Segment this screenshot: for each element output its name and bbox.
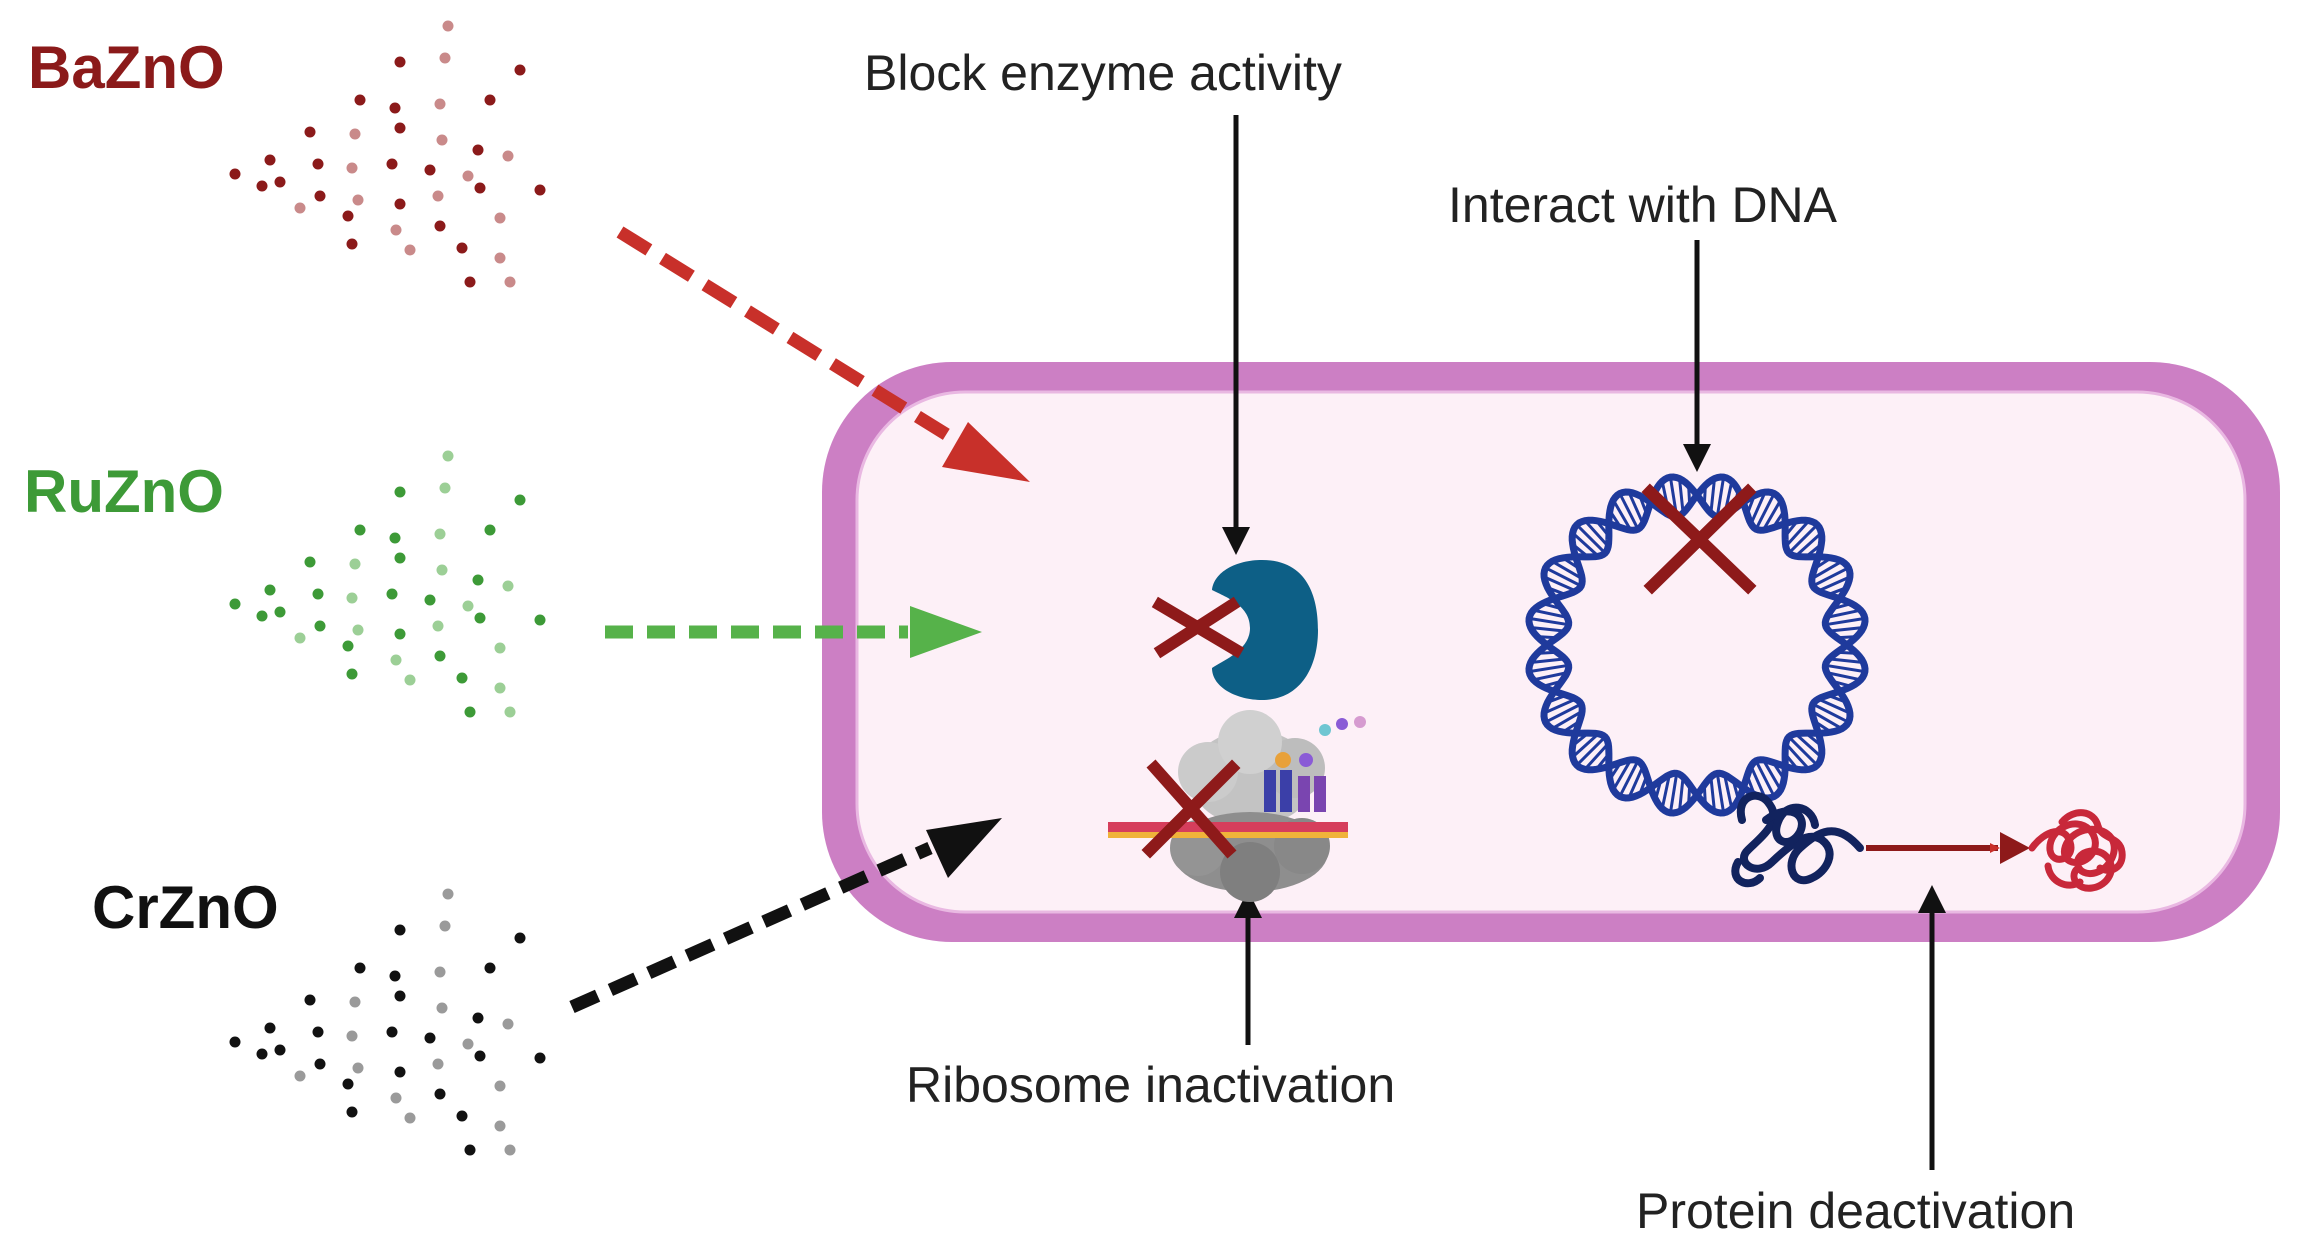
dna-interaction-label: Interact with DNA	[1448, 177, 1838, 233]
protein-pointer-arrow	[1918, 885, 1946, 1170]
bazno-particles	[229, 20, 546, 288]
bazno-arrow	[616, 226, 1030, 482]
folded-protein-icon	[1731, 791, 1864, 888]
crzno-particles	[229, 888, 546, 1156]
dna-block-cross-icon	[1641, 483, 1757, 595]
enzyme-block-cross-icon	[1151, 596, 1245, 659]
ribosome-inactivation-label: Ribosome inactivation	[906, 1057, 1396, 1113]
ruzno-label: RuZnO	[24, 458, 224, 525]
ruzno-particles	[229, 450, 546, 718]
denatured-protein-icon	[2028, 809, 2126, 892]
crzno-arrow	[569, 818, 1002, 1013]
ribosome-block-cross-icon	[1141, 759, 1241, 859]
enzyme-icon	[1212, 560, 1318, 700]
crzno-label: CrZnO	[92, 874, 279, 941]
dna-plasmid-icon	[1525, 473, 1869, 817]
ruzno-arrow	[605, 606, 982, 658]
enzyme-pointer-arrow	[1222, 115, 1250, 555]
dna-pointer-arrow	[1683, 240, 1711, 472]
protein-deactivation-label: Protein deactivation	[1636, 1183, 2076, 1239]
bazno-label: BaZnO	[28, 34, 225, 101]
denaturation-arrow	[1866, 832, 2030, 864]
ribosome-pointer-arrow	[1234, 890, 1262, 1045]
enzyme-activity-label: Block enzyme activity	[864, 45, 1342, 101]
